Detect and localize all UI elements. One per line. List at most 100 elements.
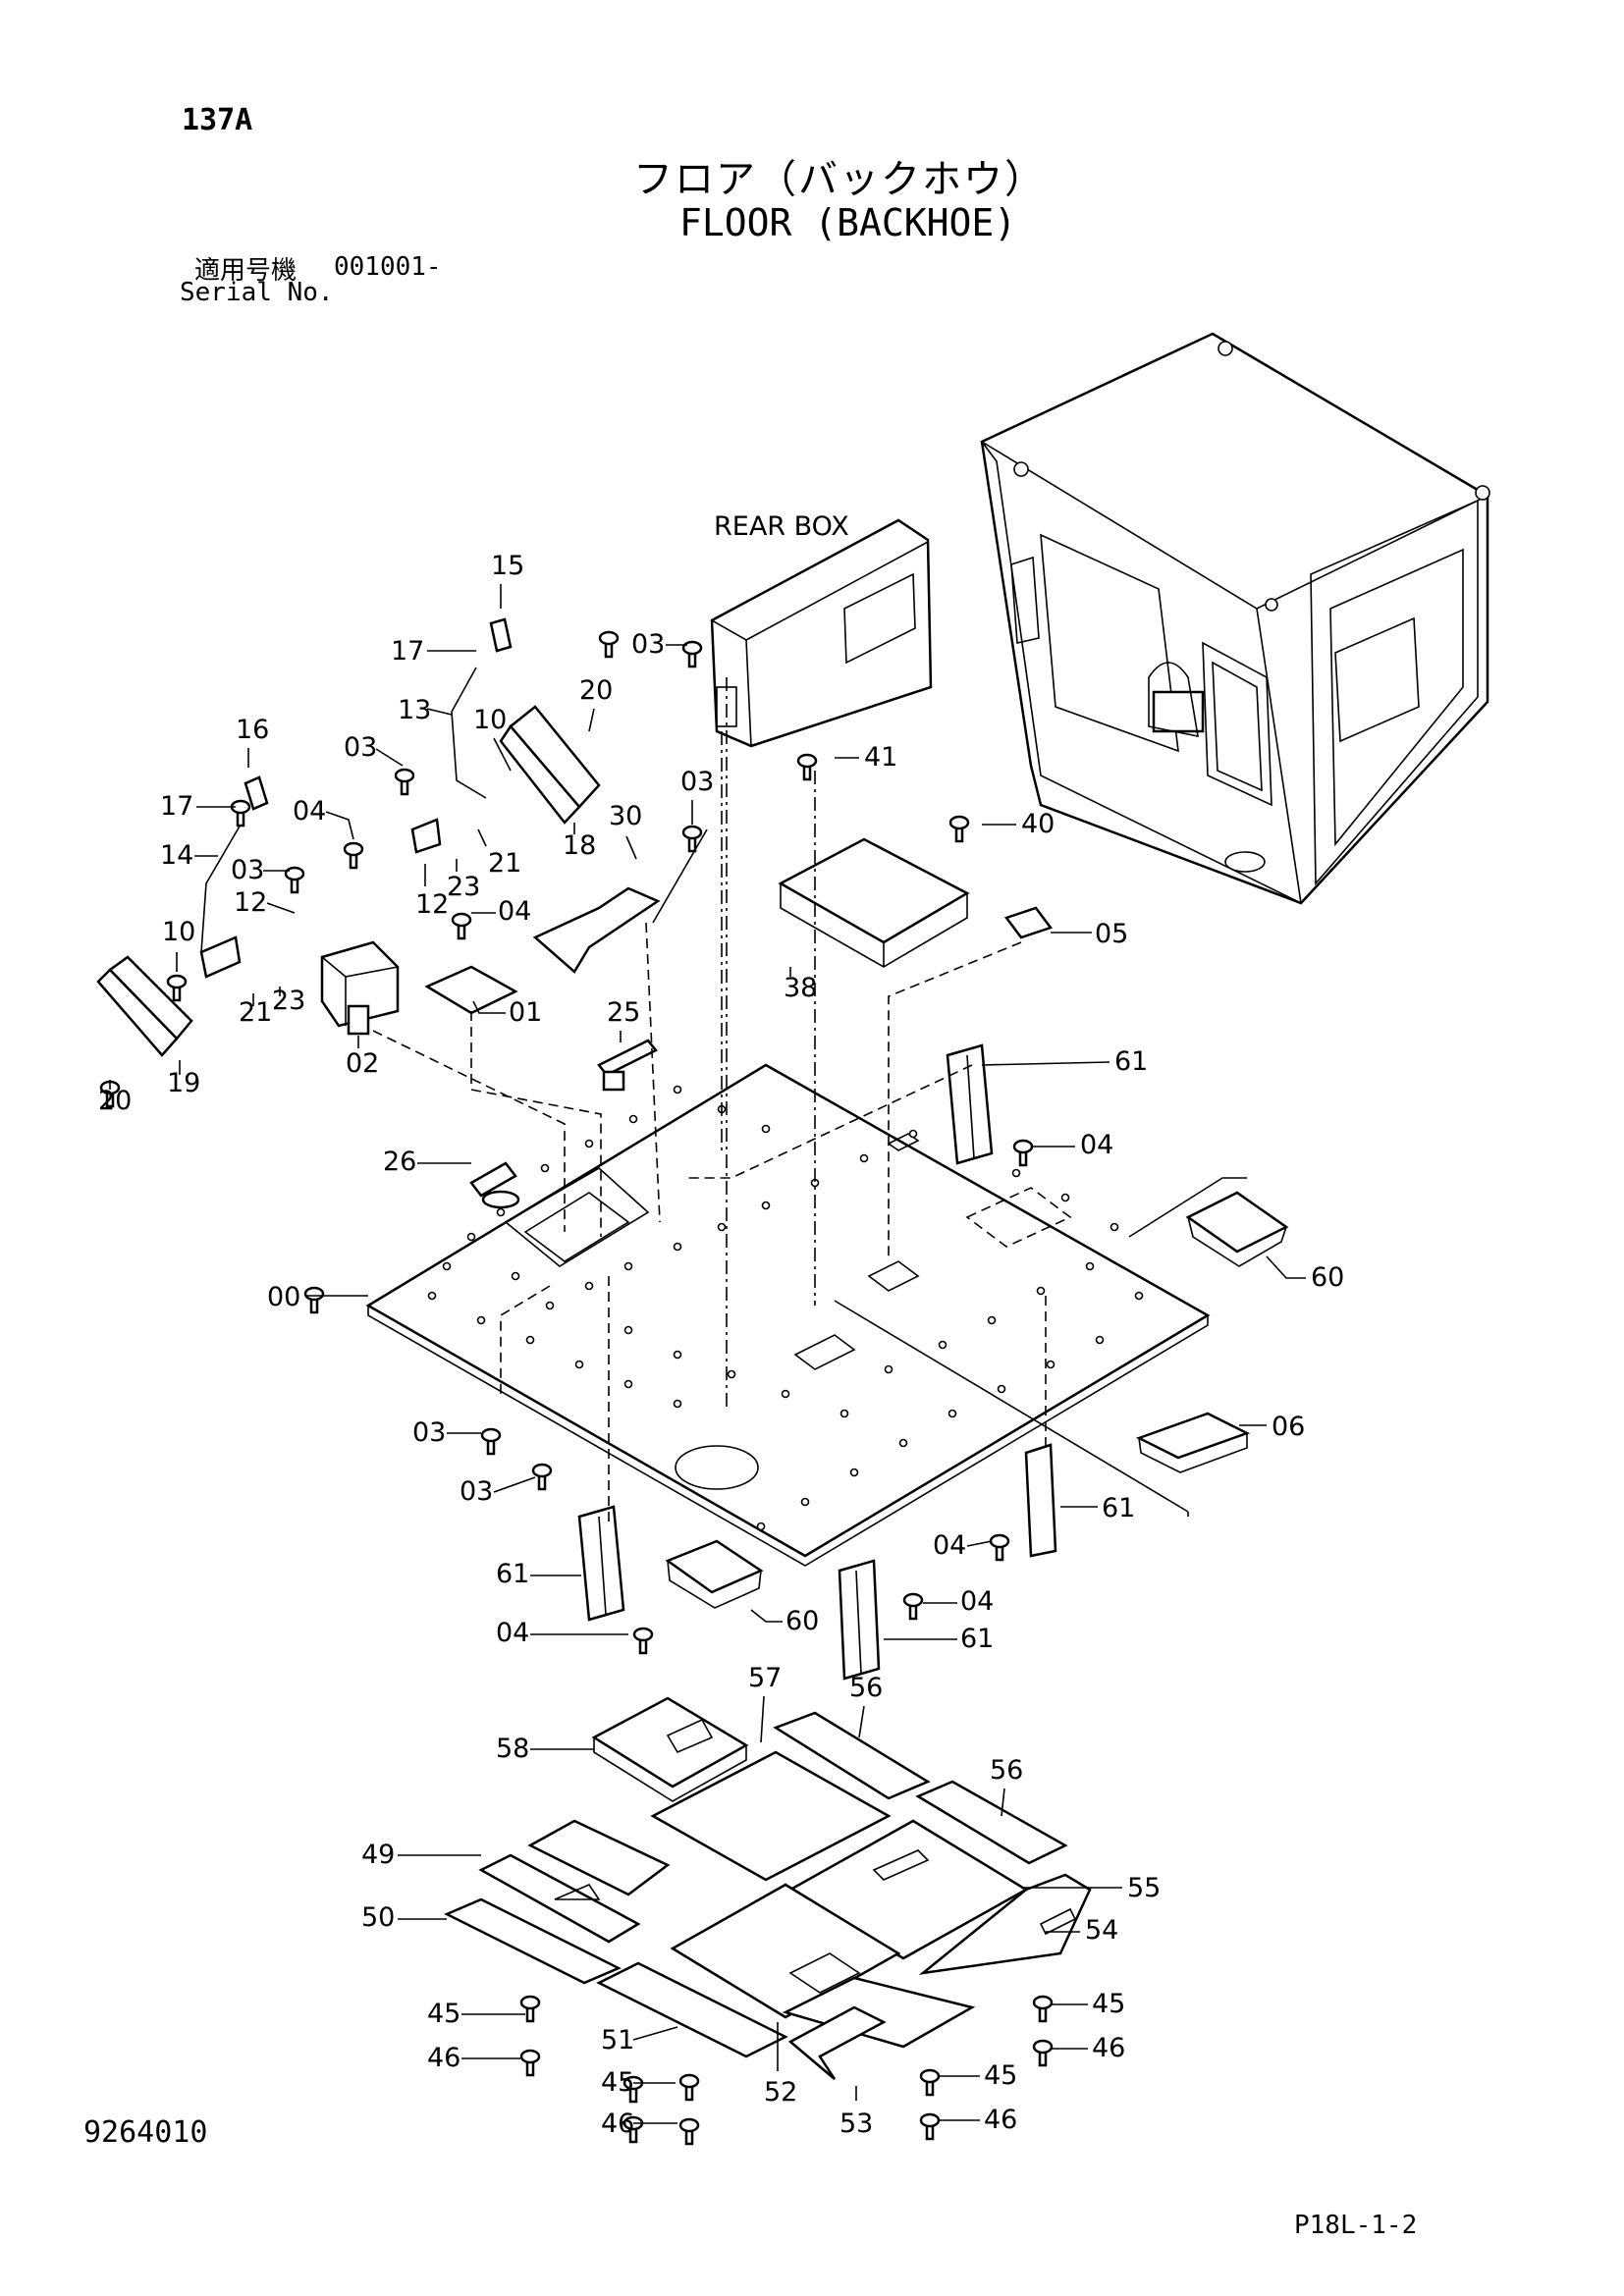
callout-label-15: 15 xyxy=(491,551,524,581)
callout-label-00: 00 xyxy=(267,1282,300,1312)
callout-label-45: 45 xyxy=(1092,1989,1125,2019)
bolt-icon xyxy=(678,2117,700,2146)
callout-label-03: 03 xyxy=(631,629,665,660)
bolt-icon xyxy=(1032,2039,1054,2067)
bolt-icon xyxy=(678,2073,700,2102)
floor-hole xyxy=(898,1438,908,1448)
floor-hole xyxy=(1011,1168,1021,1178)
rear-box-label: REAR BOX xyxy=(714,511,849,542)
floor-hole xyxy=(947,1409,957,1418)
callout-label-45: 45 xyxy=(984,2060,1017,2091)
bolt-icon xyxy=(919,2112,941,2141)
floor-hole xyxy=(623,1379,633,1389)
callout-label-10: 10 xyxy=(473,705,507,735)
floor-plate-drawing xyxy=(365,1063,1211,1567)
page-title-japanese: フロア（バックホウ） xyxy=(633,157,1046,202)
callout-label-51: 51 xyxy=(601,2025,634,2056)
serial-label-english: Serial No. xyxy=(180,278,334,307)
floor-hole xyxy=(584,1139,594,1148)
callout-label-50: 50 xyxy=(361,1902,395,1933)
floor-plate-holes xyxy=(427,1085,1144,1531)
callout-label-58: 58 xyxy=(496,1734,529,1764)
support-posts-drawing xyxy=(577,1043,1057,1681)
bolt-icon xyxy=(1032,1995,1054,2023)
floor-hole xyxy=(673,1399,682,1409)
callout-label-03: 03 xyxy=(680,767,714,797)
floor-hole xyxy=(727,1369,736,1379)
bolt-icon xyxy=(989,1533,1010,1562)
callout-label-12: 12 xyxy=(415,889,449,920)
floor-hole xyxy=(476,1315,486,1325)
bolt-icon xyxy=(919,2068,941,2097)
floor-hole xyxy=(938,1340,947,1350)
floor-hole xyxy=(717,1222,727,1232)
callout-label-56: 56 xyxy=(990,1755,1023,1786)
callout-label-61: 61 xyxy=(1102,1493,1135,1523)
floor-hole xyxy=(761,1201,771,1210)
floor-hole xyxy=(987,1315,997,1325)
callout-label-54: 54 xyxy=(1085,1915,1118,1946)
callout-leader-line xyxy=(750,1609,783,1623)
floor-hole xyxy=(673,1085,682,1095)
floor-hole xyxy=(584,1281,594,1291)
callout-label-46: 46 xyxy=(427,2043,460,2073)
callout-label-56: 56 xyxy=(849,1673,883,1703)
floor-hole xyxy=(545,1301,555,1310)
callout-label-41: 41 xyxy=(864,742,897,773)
callout-label-60: 60 xyxy=(785,1606,819,1636)
floor-hole xyxy=(997,1384,1006,1394)
floor-hole xyxy=(800,1497,810,1507)
callout-leader-line xyxy=(1266,1255,1306,1279)
callout-label-04: 04 xyxy=(498,896,531,927)
callout-label-16: 16 xyxy=(236,715,269,745)
callout-label-26: 26 xyxy=(383,1147,416,1177)
callout-label-20: 20 xyxy=(579,675,613,706)
callout-leader-line xyxy=(325,811,354,840)
floor-hole xyxy=(1134,1291,1144,1301)
callout-label-55: 55 xyxy=(1127,1873,1161,1903)
bolt-icon xyxy=(303,1286,325,1314)
callout-label-23: 23 xyxy=(272,986,305,1016)
callout-label-03: 03 xyxy=(412,1417,446,1448)
callout-leader-line xyxy=(966,1540,993,1547)
serial-number-value: 001001- xyxy=(334,252,442,282)
callout-label-02: 02 xyxy=(346,1048,379,1079)
floor-hole xyxy=(442,1261,452,1271)
callout-label-40: 40 xyxy=(1021,809,1055,839)
floor-hole xyxy=(884,1364,893,1374)
bolt-icon xyxy=(796,753,818,781)
callout-label-12: 12 xyxy=(234,887,267,918)
callout-label-19: 19 xyxy=(167,1068,200,1098)
bolt-icon xyxy=(230,799,251,828)
floor-hole xyxy=(1085,1261,1095,1271)
callout-leader-line xyxy=(426,708,453,716)
callout-leaders xyxy=(109,584,1306,2124)
callout-label-21: 21 xyxy=(239,997,272,1028)
callout-leader-line xyxy=(375,748,404,767)
callout-leader-line xyxy=(472,1000,506,1014)
floor-hole xyxy=(574,1360,584,1369)
bolt-icon xyxy=(284,866,305,894)
callout-label-04: 04 xyxy=(960,1586,994,1617)
floor-hole xyxy=(761,1124,771,1134)
page-code: 137A xyxy=(182,103,253,137)
side-plates-drawing xyxy=(665,837,1289,1609)
callout-label-17: 17 xyxy=(160,791,193,822)
callout-label-17: 17 xyxy=(391,636,424,667)
callout-label-38: 38 xyxy=(784,973,817,1003)
document-id: 9264010 xyxy=(83,2115,208,2150)
bolt-icon xyxy=(166,974,188,1002)
callout-label-45: 45 xyxy=(601,2067,634,2098)
callout-label-21: 21 xyxy=(488,848,521,879)
bolt-icon xyxy=(343,841,364,870)
callout-label-46: 46 xyxy=(601,2109,634,2139)
callout-label-49: 49 xyxy=(361,1840,395,1870)
floor-hole xyxy=(427,1291,437,1301)
bolt-icon xyxy=(598,630,620,659)
serial-label-japanese: 適用号機 xyxy=(194,256,298,286)
floor-hole xyxy=(908,1129,918,1139)
callout-leader-line xyxy=(588,708,595,732)
bolt-icon xyxy=(480,1427,502,1456)
callout-leader-line xyxy=(981,1061,1110,1066)
